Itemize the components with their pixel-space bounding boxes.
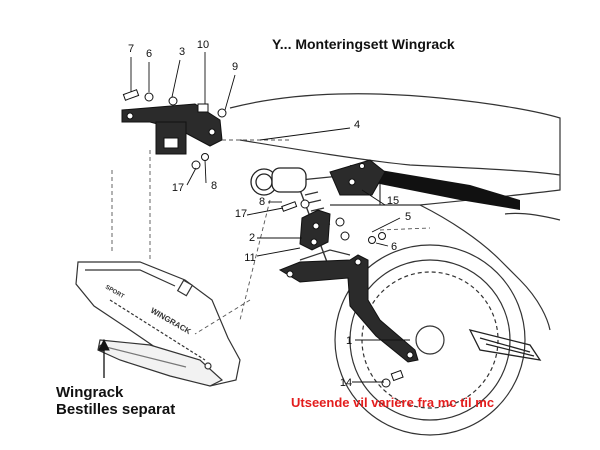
wingrack-label-line2: Bestilles separat xyxy=(56,401,176,418)
lower-small-bracket xyxy=(299,209,331,251)
callout-9: 9 xyxy=(232,61,238,73)
motorcycle-outline xyxy=(229,93,561,331)
callout-14: 14 xyxy=(340,377,352,389)
callout-10: 10 xyxy=(197,39,209,51)
callout-3: 3 xyxy=(179,46,185,58)
callout-4: 4 xyxy=(354,119,360,131)
callout-7: 7 xyxy=(128,43,134,55)
leader-lines xyxy=(130,52,410,383)
callout-numbers: 7 6 3 10 9 4 17 8 8 15 17 5 2 6 11 1 14 xyxy=(128,39,411,389)
upper-bracket xyxy=(121,103,223,155)
callout-15: 15 xyxy=(387,195,399,207)
callout-5: 5 xyxy=(405,211,411,223)
callout-8b: 8 xyxy=(259,196,265,208)
assembly-dash-lines xyxy=(111,139,431,335)
callout-8a: 8 xyxy=(211,180,217,192)
footpeg-assembly xyxy=(468,329,542,361)
callout-17a: 17 xyxy=(172,182,184,194)
diagram-title: Y... Monteringsett Wingrack xyxy=(272,36,455,52)
fairing-stripe xyxy=(350,165,520,210)
main-rack-tube xyxy=(278,254,419,363)
callout-11: 11 xyxy=(244,252,255,264)
wingrack-arrow xyxy=(98,338,110,378)
callout-2: 2 xyxy=(249,232,255,244)
side-bracket xyxy=(329,159,386,196)
wingrack-sketch: SPORT WINGRACK xyxy=(75,261,241,387)
reservoir xyxy=(250,167,307,196)
hardware xyxy=(122,89,404,388)
wingrack-label-line1: Wingrack xyxy=(56,384,124,401)
wingrack-label: Wingrack Bestilles separat xyxy=(56,384,175,418)
callout-17b: 17 xyxy=(235,208,247,220)
callout-1: 1 xyxy=(346,335,352,347)
appearance-note: Utseende vil variere fra mc til mc xyxy=(291,395,495,410)
callout-6b: 6 xyxy=(391,241,397,253)
callout-6: 6 xyxy=(146,48,152,60)
